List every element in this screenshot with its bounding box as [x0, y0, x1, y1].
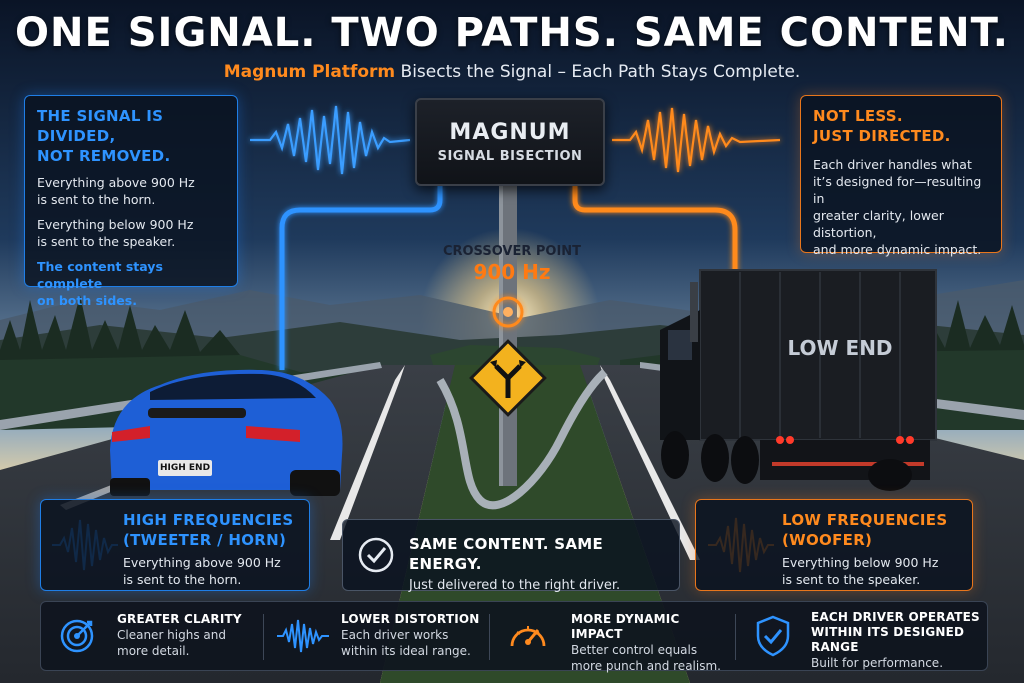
feature-distortion-body-2: within its ideal range.	[341, 644, 471, 658]
just-directed-body-3: greater clarity, lower distortion,	[813, 208, 944, 240]
signal-divided-p1-1: Everything above 900 Hz	[37, 175, 195, 190]
magnum-title: MAGNUM	[449, 120, 571, 145]
feature-range-heading-1: EACH DRIVER OPERATES	[811, 610, 980, 624]
features-bar: GREATER CLARITY Cleaner highs and more d…	[40, 601, 988, 673]
feature-distortion: LOWER DISTORTION Each driver works withi…	[341, 612, 491, 664]
feature-impact-body-1: Better control equals	[571, 643, 698, 657]
signal-divided-note-1: The content stays complete	[37, 259, 163, 291]
low-frequencies-body-2: is sent to the speaker.	[782, 572, 921, 587]
feature-divider	[489, 614, 490, 660]
just-directed-heading-1: NOT LESS.	[813, 107, 903, 125]
shield-check-icon	[756, 615, 790, 657]
feature-divider	[263, 614, 264, 660]
low-frequencies-body-1: Everything below 900 Hz	[782, 555, 939, 570]
page-title: ONE SIGNAL. TWO PATHS. SAME CONTENT.	[15, 10, 1009, 56]
car-license-plate: HIGH END	[158, 460, 212, 476]
feature-distortion-heading: LOWER DISTORTION	[341, 612, 480, 626]
high-frequencies-heading-2: (TWEETER / HORN)	[123, 531, 287, 549]
same-content-heading: SAME CONTENT. SAME ENERGY.	[409, 535, 604, 573]
crossover-value: 900 Hz	[473, 260, 551, 284]
feature-divider	[735, 614, 736, 660]
fork-road-sign	[469, 339, 547, 417]
same-content-panel: SAME CONTENT. SAME ENERGY. Just delivere…	[342, 519, 680, 593]
check-circle-icon	[358, 537, 394, 573]
just-directed-heading-2: JUST DIRECTED.	[813, 127, 951, 145]
signal-divided-panel: THE SIGNAL IS DIVIDED, NOT REMOVED. Ever…	[24, 95, 238, 308]
blue-wave-graphic	[250, 105, 411, 175]
feature-impact-body-2: more punch and realism.	[571, 659, 721, 673]
magnum-signal-box: MAGNUM SIGNAL BISECTION	[415, 98, 605, 186]
feature-range: EACH DRIVER OPERATES WITHIN ITS DESIGNED…	[811, 610, 987, 670]
signal-divided-p2-1: Everything below 900 Hz	[37, 217, 194, 232]
feature-range-body: Built for performance.	[811, 656, 944, 670]
same-content-body: Just delivered to the right driver.	[409, 578, 621, 593]
signal-divided-note-2: on both sides.	[37, 293, 137, 308]
gauge-icon	[510, 626, 546, 647]
high-frequencies-body-1: Everything above 900 Hz	[123, 555, 281, 570]
signal-divided-p2-2: is sent to the speaker.	[37, 234, 176, 249]
magnum-subtitle: SIGNAL BISECTION	[437, 149, 583, 164]
low-frequencies-heading-2: (WOOFER)	[782, 531, 873, 549]
signal-divided-p1-2: is sent to the horn.	[37, 192, 156, 207]
waveform-icon	[277, 619, 329, 653]
orange-wave-graphic	[612, 107, 781, 173]
just-directed-body-1: Each driver handles what	[813, 157, 972, 172]
high-frequencies-body-2: is sent to the horn.	[123, 572, 242, 587]
high-frequencies-heading-1: HIGH FREQUENCIES	[123, 511, 294, 529]
page-subtitle: Magnum Platform Bisects the Signal – Eac…	[0, 62, 1024, 82]
signal-divided-heading-2: NOT REMOVED.	[37, 147, 171, 165]
truck-low-end-label: LOW END	[787, 336, 893, 360]
feature-clarity-heading: GREATER CLARITY	[117, 612, 242, 626]
subtitle-text: Bisects the Signal – Each Path Stays Com…	[395, 62, 801, 82]
subtitle-brand: Magnum Platform	[223, 62, 396, 82]
feature-clarity: GREATER CLARITY Cleaner highs and more d…	[117, 612, 267, 664]
just-directed-panel: NOT LESS. JUST DIRECTED. Each driver han…	[800, 95, 1002, 257]
crossover-label: CROSSOVER POINT	[442, 244, 582, 259]
high-frequencies-panel: HIGH FREQUENCIES (TWEETER / HORN) Everyt…	[40, 499, 310, 591]
just-directed-body-4: and more dynamic impact.	[813, 242, 982, 257]
signal-divided-heading-1: THE SIGNAL IS DIVIDED,	[37, 107, 164, 145]
feature-distortion-body-1: Each driver works	[341, 628, 449, 642]
low-frequencies-heading-1: LOW FREQUENCIES	[782, 511, 948, 529]
feature-impact-heading: MORE DYNAMIC IMPACT	[571, 612, 680, 641]
blue-sports-car	[110, 369, 343, 496]
feature-impact: MORE DYNAMIC IMPACT Better control equal…	[571, 612, 731, 673]
feature-range-heading-2: WITHIN ITS DESIGNED RANGE	[811, 625, 965, 654]
low-frequencies-panel: LOW FREQUENCIES (WOOFER) Everything belo…	[695, 499, 973, 591]
feature-clarity-body-2: more detail.	[117, 644, 190, 658]
target-icon	[60, 619, 94, 653]
semi-truck	[660, 269, 937, 491]
feature-clarity-body-1: Cleaner highs and	[117, 628, 226, 642]
just-directed-body-2: it’s designed for—resulting in	[813, 174, 982, 206]
